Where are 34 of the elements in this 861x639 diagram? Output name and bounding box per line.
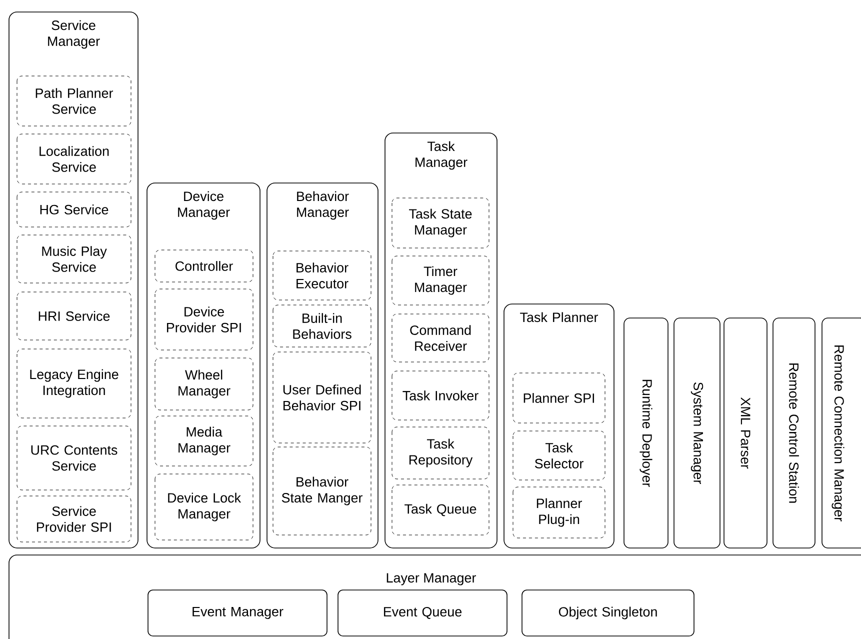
module-box: Music Play Service: [16, 234, 132, 284]
module-box: Task Repository: [392, 426, 490, 480]
module-box: Object Singleton: [522, 590, 694, 636]
module-box: User Defined Behavior SPI: [272, 352, 372, 444]
component-box: Remote Connection Manager: [822, 318, 861, 548]
module-box: Behavior State Manger: [272, 446, 372, 536]
module-box: Task State Manager: [392, 198, 490, 248]
module-box: Controller: [154, 250, 254, 282]
module-box: Localization Service: [16, 134, 132, 184]
module-box: Event Manager: [148, 590, 328, 636]
module-box: Command Receiver: [392, 314, 490, 362]
module-box: Device Provider SPI: [154, 288, 254, 350]
module-box: HRI Service: [16, 292, 132, 340]
module-box: HG Service: [16, 192, 132, 228]
module-box: Behavior Executor: [272, 250, 372, 300]
module-box: Wheel Manager: [154, 358, 254, 410]
component-box: Runtime Deployer: [624, 318, 668, 548]
component-box: Remote Control Station: [772, 318, 816, 548]
module-box: Event Queue: [338, 590, 508, 636]
module-box: URC Contents Service: [16, 426, 132, 490]
module-box: Legacy Engine Integration: [16, 348, 132, 418]
module-box: Device Lock Manager: [154, 474, 254, 540]
module-box: Timer Manager: [392, 256, 490, 306]
module-box: Planner SPI: [512, 372, 606, 424]
component-box: XML Parser: [724, 318, 768, 548]
module-box: Service Provider SPI: [16, 496, 132, 542]
module-box: Built-in Behaviors: [272, 304, 372, 348]
component-box: System Manager: [674, 318, 720, 548]
module-box: Task Selector: [512, 430, 606, 480]
module-box: Media Manager: [154, 416, 254, 466]
module-box: Task Queue: [392, 484, 490, 536]
module-box: Task Invoker: [392, 370, 490, 420]
module-box: Planner Plug-in: [512, 486, 606, 538]
module-box: Path Planner Service: [16, 76, 132, 126]
